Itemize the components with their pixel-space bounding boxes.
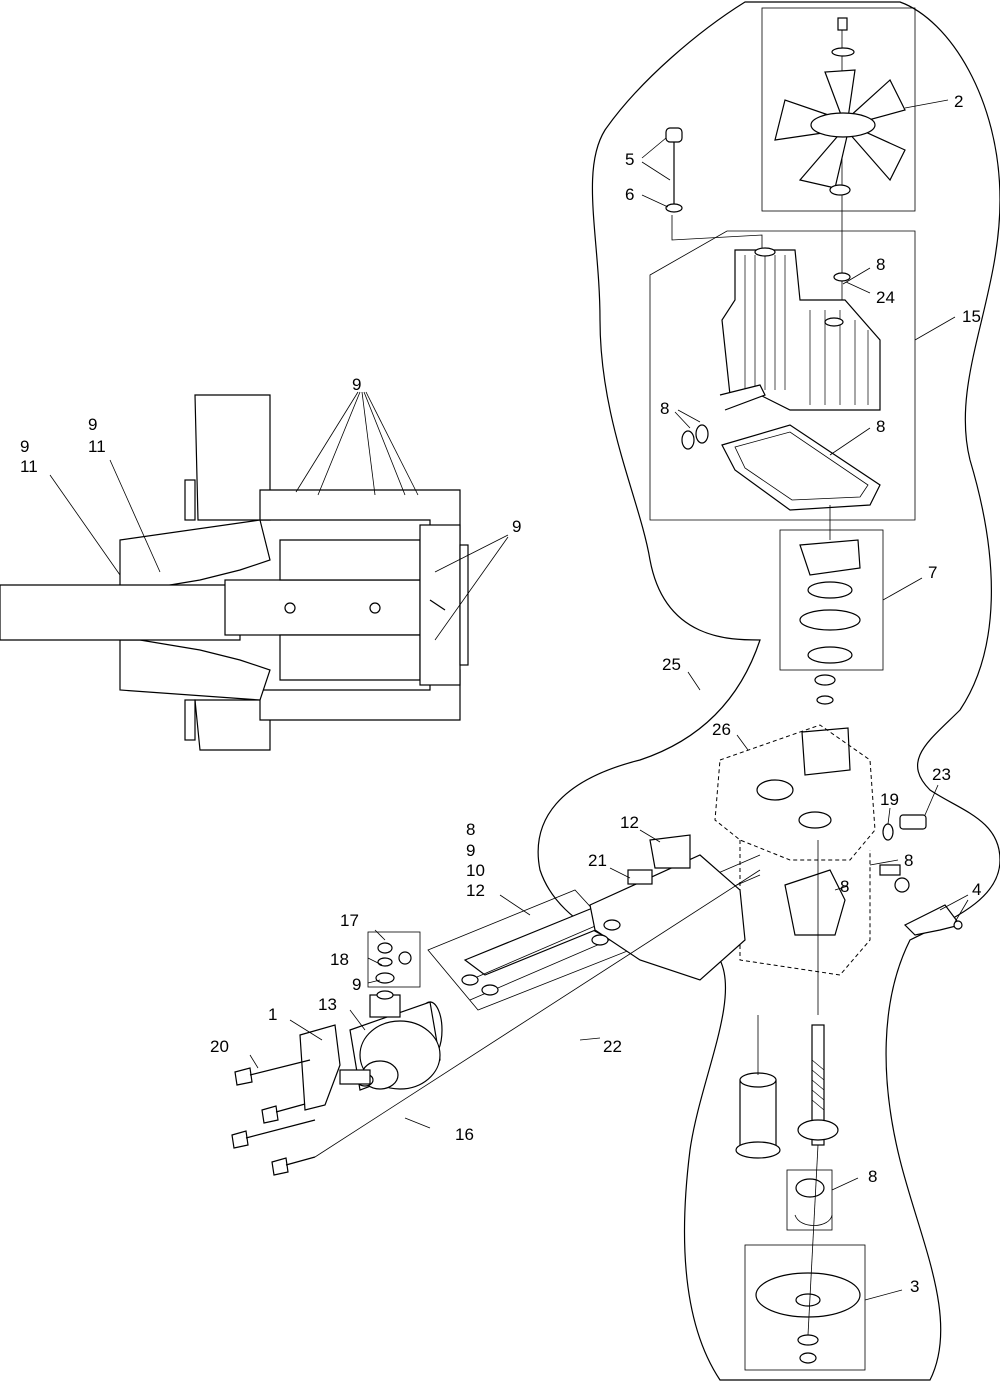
callout-9: 9	[20, 437, 29, 456]
callout-13: 13	[318, 995, 337, 1014]
callout-stack-8: 8	[466, 820, 475, 839]
callout-2: 2	[954, 92, 963, 111]
callout-9: 9	[512, 517, 521, 536]
callout-11: 11	[88, 437, 106, 456]
callout-5: 5	[625, 150, 634, 169]
pump-assembly	[299, 834, 761, 1111]
callout-7: 7	[928, 563, 937, 582]
callout-26: 26	[712, 720, 731, 739]
dipstick	[665, 127, 763, 250]
callout-9: 9	[88, 415, 97, 434]
callout-11: 11	[20, 457, 38, 476]
callout-3: 3	[910, 1277, 919, 1296]
sectional-view	[0, 394, 469, 751]
callout-9: 9	[352, 975, 361, 994]
callout-22: 22	[603, 1037, 622, 1056]
callout-8: 8	[840, 877, 849, 896]
callout-15: 15	[962, 307, 981, 326]
callout-8: 8	[876, 417, 885, 436]
group-outline	[537, 1, 1000, 1381]
callout-24: 24	[876, 288, 895, 307]
fan-assembly	[761, 7, 916, 315]
bearing-assembly	[779, 505, 884, 671]
callout-23: 23	[932, 765, 951, 784]
callout-8: 8	[876, 255, 885, 274]
callout-8: 8	[868, 1167, 877, 1186]
callout-20: 20	[210, 1037, 229, 1056]
callout-4: 4	[972, 880, 981, 899]
callout-21: 21	[588, 851, 607, 870]
callout-17: 17	[340, 911, 359, 930]
callout-stack-10: 10	[466, 861, 485, 880]
callout-18: 18	[330, 950, 349, 969]
callout-stack-12: 12	[466, 881, 485, 900]
lower-shaft-parts	[735, 1015, 866, 1371]
housing-cover-assembly	[649, 230, 916, 521]
callout-25: 25	[662, 655, 681, 674]
callout-stack-9: 9	[466, 841, 475, 860]
callout-16: 16	[455, 1125, 474, 1144]
callout-12: 12	[620, 813, 639, 832]
callout-8: 8	[660, 399, 669, 418]
callout-9: 9	[352, 375, 361, 394]
bolts	[231, 869, 761, 1176]
side-fittings	[879, 814, 963, 936]
callout-19: 19	[880, 790, 899, 809]
callout-6: 6	[625, 185, 634, 204]
callout-1: 1	[268, 1005, 277, 1024]
center-case	[714, 674, 876, 1015]
callout-8: 8	[904, 851, 913, 870]
callout-labels: 2 5 6 8 24 15 8 8 7 25 26 23 19 8 8 4 12…	[20, 92, 981, 1296]
